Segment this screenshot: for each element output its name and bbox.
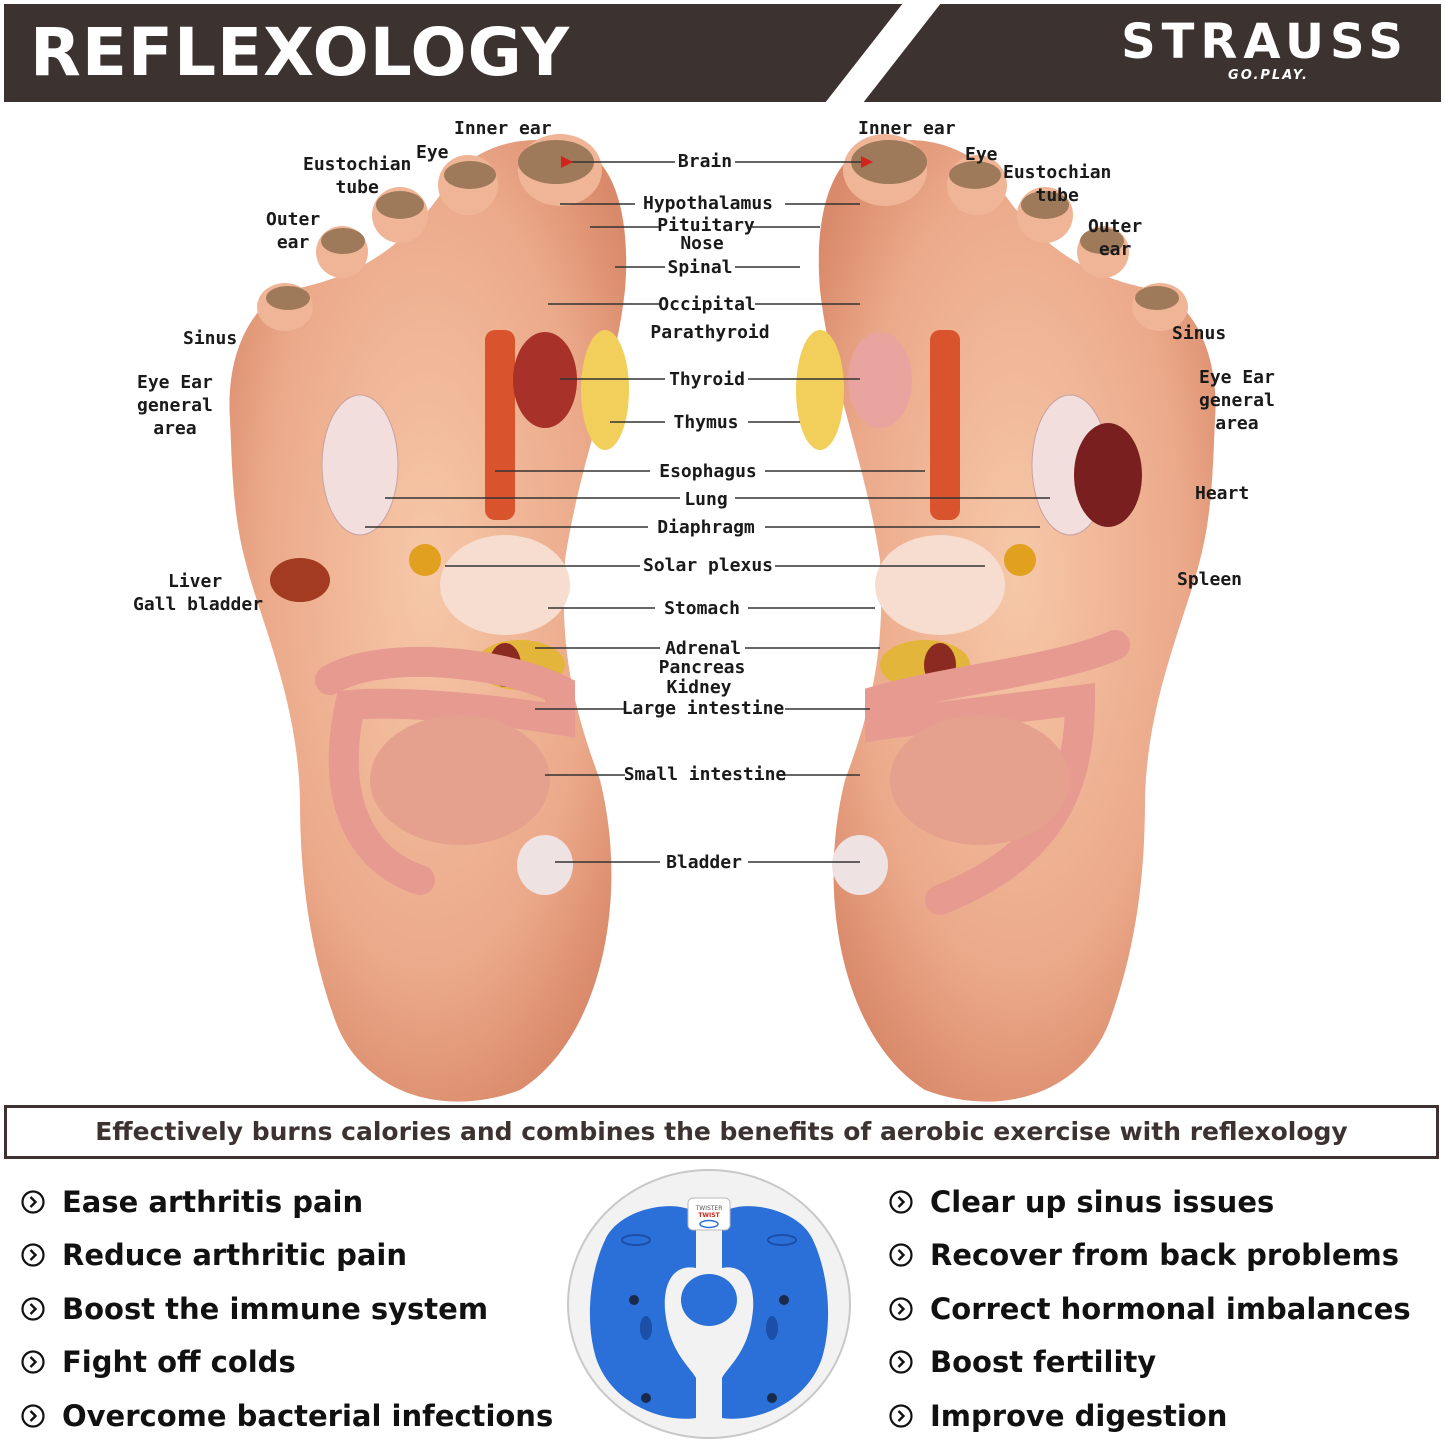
benefit-item: Improve digestion: [888, 1389, 1411, 1443]
left-outer-ear-label: Outer ear: [266, 209, 321, 253]
pointer-lines: [365, 156, 1050, 863]
parathyroid-label: Parathyroid: [650, 322, 770, 343]
chevron-circle-icon: [21, 1190, 45, 1214]
chevron-circle-icon: [21, 1243, 45, 1267]
chevron-circle-icon: [889, 1243, 913, 1267]
benefits-list-right: Clear up sinus issues Recover from back …: [888, 1175, 1411, 1443]
benefit-text: Overcome bacterial infections: [62, 1398, 554, 1433]
feet-illustration: [229, 134, 1216, 1102]
benefit-text: Improve digestion: [930, 1398, 1228, 1433]
benefit-item: Fight off colds: [20, 1336, 553, 1390]
hypothalamus-label: Hypothalamus: [642, 193, 774, 214]
pituitary-label: Pituitary: [657, 215, 755, 236]
benefits-list-left: Ease arthritis pain Reduce arthritic pai…: [20, 1175, 553, 1443]
banner-text: Effectively burns calories and combines …: [95, 1117, 1348, 1146]
solar-plexus-label: Solar plexus: [642, 555, 774, 576]
chevron-circle-icon: [21, 1297, 45, 1321]
large-intestine-label: Large intestine: [621, 698, 785, 719]
benefit-item: Clear up sinus issues: [888, 1175, 1411, 1229]
chevron-circle-icon: [21, 1350, 45, 1374]
kidney-label: Kidney: [666, 677, 732, 698]
benefit-text: Boost the immune system: [62, 1291, 489, 1326]
reflexology-foot-map: Inner ear Eye Eustochian tube Outer ear …: [0, 105, 1445, 1105]
left-sinus-label: Sinus: [183, 328, 238, 349]
brand-logo: STRAUSS GO.PLAY.: [1121, 14, 1409, 83]
diaphragm-label: Diaphragm: [657, 517, 755, 538]
benefit-text: Ease arthritis pain: [62, 1184, 364, 1219]
twister-disc-image: TWISTER TWIST: [567, 1169, 851, 1439]
heart-label: Heart: [1195, 483, 1250, 504]
occipital-label: Occipital: [658, 294, 756, 315]
thymus-label: Thymus: [673, 412, 739, 433]
right-outer-ear-label: Outer ear: [1088, 216, 1143, 260]
benefit-text: Reduce arthritic pain: [62, 1238, 407, 1273]
chevron-circle-icon: [889, 1350, 913, 1374]
benefit-text: Fight off colds: [62, 1345, 296, 1380]
brand-tagline: GO.PLAY.: [1228, 68, 1309, 83]
header-bar: REFLEXOLOGY STRAUSS GO.PLAY.: [4, 4, 1441, 102]
chevron-circle-icon: [889, 1297, 913, 1321]
right-eustochian-tube-label: Eustochian tube: [1003, 162, 1112, 206]
gall-bladder-label: Gall bladder: [133, 594, 264, 615]
chevron-circle-icon: [889, 1404, 913, 1428]
left-foot: [229, 134, 629, 1102]
benefit-item: Boost fertility: [888, 1336, 1411, 1390]
left-eustochian-tube-label: Eustochian tube: [303, 154, 412, 198]
benefit-item: Ease arthritis pain: [20, 1175, 553, 1229]
right-eye-ear-general-area-label: Eye Ear general area: [1199, 367, 1275, 434]
disc-label-bottom: TWIST: [698, 1212, 720, 1219]
stomach-label: Stomach: [664, 598, 740, 619]
right-sinus-label: Sinus: [1172, 323, 1227, 344]
left-eye-ear-general-area-label: Eye Ear general area: [137, 372, 213, 439]
esophagus-label: Esophagus: [659, 461, 757, 482]
left-eye-label: Eye: [416, 142, 449, 163]
right-inner-ear-label: Inner ear: [858, 118, 956, 139]
benefit-item: Reduce arthritic pain: [20, 1229, 553, 1283]
right-foot: [796, 134, 1216, 1102]
pancreas-label: Pancreas: [658, 657, 746, 678]
benefit-banner: Effectively burns calories and combines …: [4, 1105, 1439, 1159]
benefit-text: Boost fertility: [930, 1345, 1157, 1380]
nose-label: Nose: [680, 233, 724, 254]
benefit-text: Correct hormonal imbalances: [930, 1291, 1411, 1326]
liver-label: Liver: [168, 571, 223, 592]
header-divider-stripe: [825, 4, 941, 102]
disc-label-top: TWISTER: [695, 1205, 723, 1212]
brain-label: Brain: [677, 151, 733, 172]
benefit-item: Overcome bacterial infections: [20, 1389, 553, 1443]
small-intestine-label: Small intestine: [623, 764, 787, 785]
benefit-text: Clear up sinus issues: [930, 1184, 1275, 1219]
benefit-item: Recover from back problems: [888, 1229, 1411, 1283]
lung-label: Lung: [684, 489, 728, 510]
right-eye-label: Eye: [965, 144, 998, 165]
chevron-circle-icon: [21, 1404, 45, 1428]
left-inner-ear-label: Inner ear: [454, 118, 552, 139]
spinal-label: Spinal: [667, 257, 733, 278]
benefit-item: Correct hormonal imbalances: [888, 1282, 1411, 1336]
page-title: REFLEXOLOGY: [30, 14, 571, 91]
benefit-text: Recover from back problems: [930, 1238, 1399, 1273]
adrenal-label: Adrenal: [665, 638, 741, 659]
brand-name: STRAUSS: [1121, 14, 1409, 70]
spleen-label: Spleen: [1177, 569, 1243, 590]
chevron-circle-icon: [889, 1190, 913, 1214]
bladder-label: Bladder: [666, 852, 742, 873]
benefit-item: Boost the immune system: [20, 1282, 553, 1336]
thyroid-label: Thyroid: [669, 369, 745, 390]
